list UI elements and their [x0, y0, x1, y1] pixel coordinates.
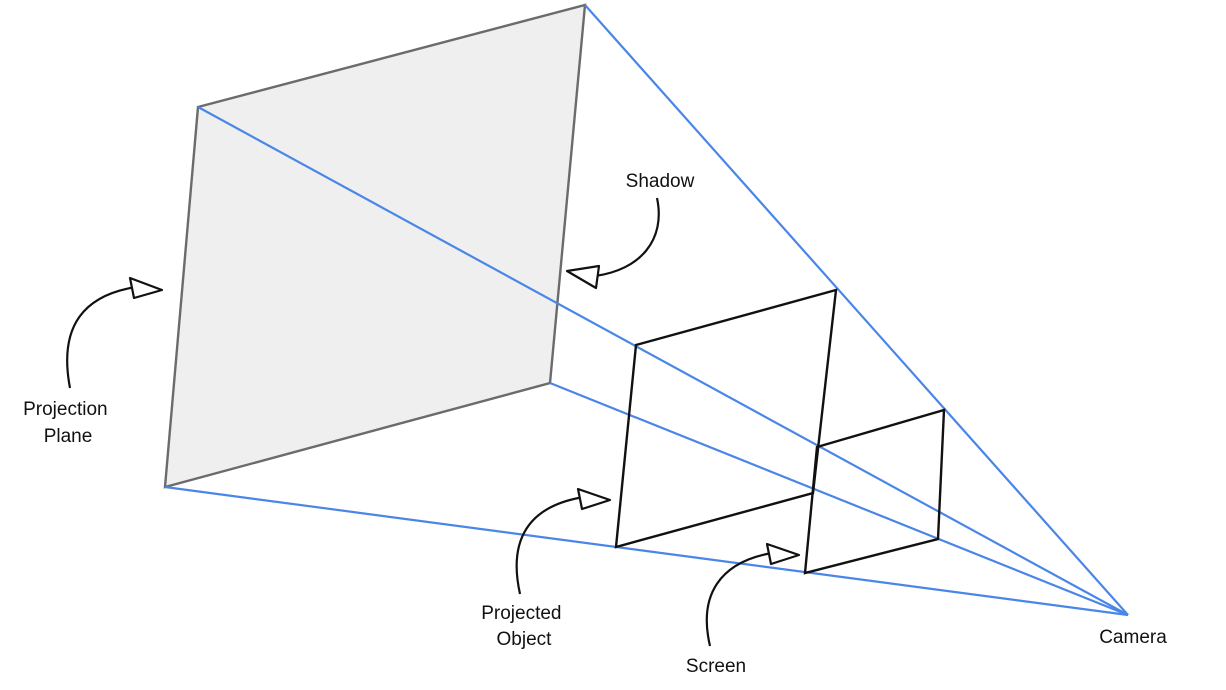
shadow-pointer	[565, 197, 660, 290]
shadow-pointer-arrowhead	[565, 264, 601, 290]
projected-object-pointer	[515, 487, 612, 595]
projection-plane-pointer-curve	[66, 285, 137, 389]
projection-plane-label-line-1: Projection	[23, 399, 108, 420]
projected-object-label-line-2: Object	[497, 629, 553, 650]
projected-object-pointer-curve	[515, 495, 585, 595]
camera-label: Camera	[1099, 627, 1167, 648]
projection-plane-label: Projection Plane	[23, 399, 113, 447]
ray-bottom-left	[164, 485, 1129, 617]
ray-bottom-right	[549, 381, 1129, 617]
projection-plane-label-line-2: Plane	[44, 426, 93, 447]
screen-label: Screen	[686, 656, 746, 677]
camera-rays	[164, 4, 1129, 617]
ray-top-right	[584, 4, 1129, 616]
projection-plane-pointer	[66, 276, 164, 389]
shadow-label: Shadow	[626, 171, 695, 192]
projection-plane	[163, 3, 587, 489]
screen-pointer	[705, 542, 801, 647]
shadow-pointer-curve	[594, 197, 660, 278]
projected-object-label-line-1: Projected	[481, 603, 561, 624]
projected-object-label: Projected Object	[481, 603, 567, 650]
projected-object-frame	[614, 288, 838, 549]
screen-pointer-arrowhead	[765, 542, 801, 566]
projection-plane-pointer-arrowhead	[128, 276, 164, 300]
ray-top-left	[197, 106, 1129, 616]
projected-object-pointer-arrowhead	[576, 487, 612, 511]
screen-pointer-curve	[705, 551, 773, 647]
screen-frame	[803, 408, 946, 575]
